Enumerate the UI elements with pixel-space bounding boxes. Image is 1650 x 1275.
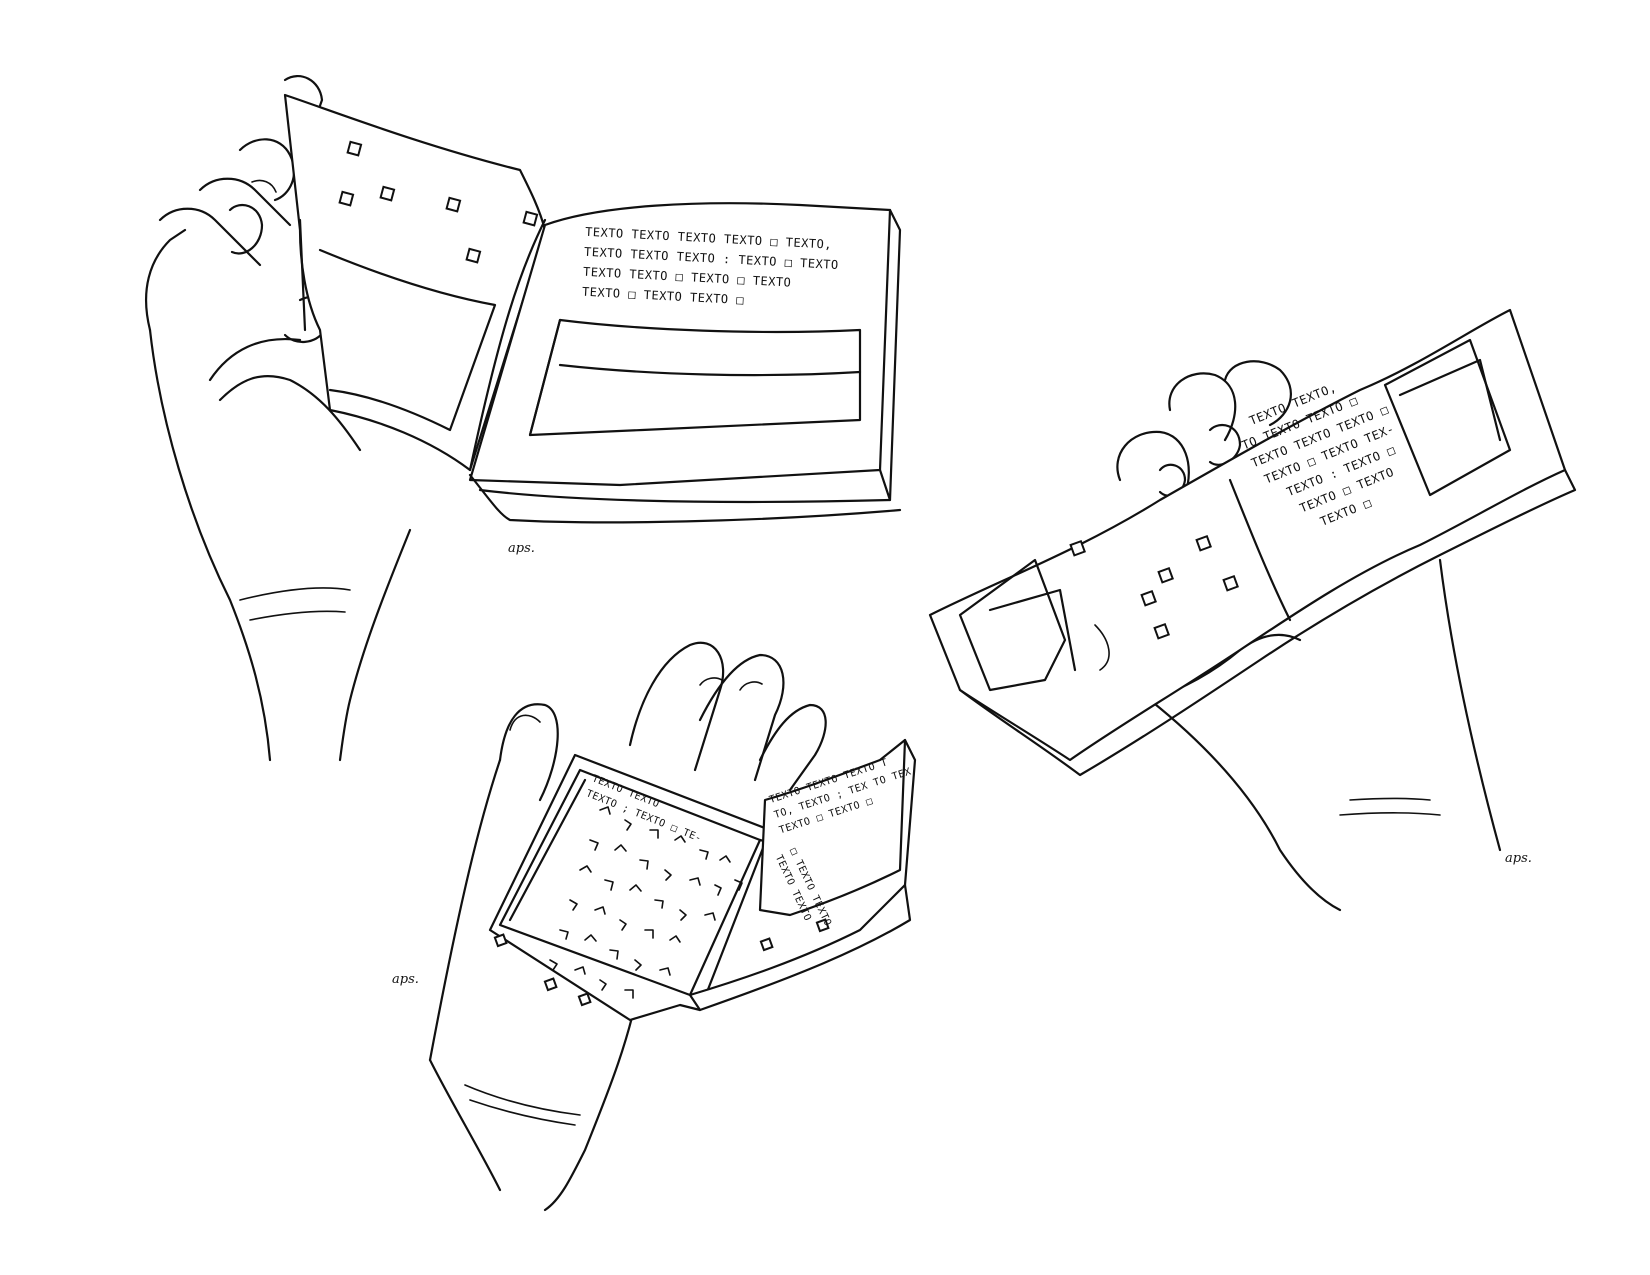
hand-holding-large-book: TEXTO TEXTO TEXTO TEXTO □ TEXTO, TEXTO T… [144,74,902,762]
hand-holding-curved-booklet: TEXTO TEXTO, TO TEXTO TEXTO □ TEXTO TEXT… [928,308,1577,912]
artist-signature: aps. [508,541,535,556]
artist-signature: aps. [1505,851,1532,866]
palm-holding-tiny-book: TEXTO TEXTO TEXTO ; TEXTO □ TE- TEXTO TE… [392,641,917,1212]
artist-signature: aps. [392,972,419,987]
pattern-marks [549,806,743,999]
